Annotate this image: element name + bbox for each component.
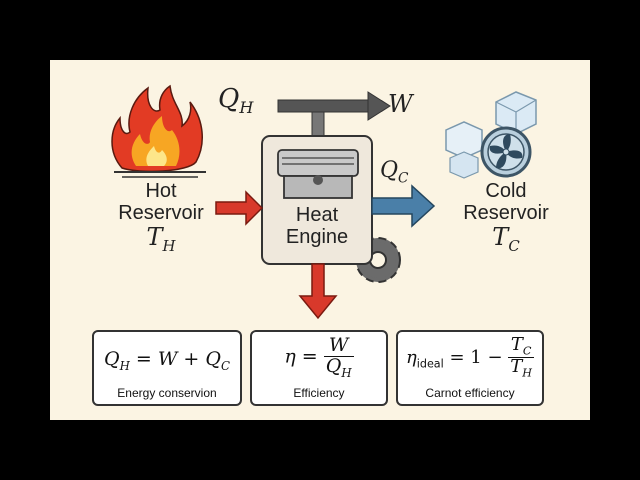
cold-label-line2: Reservoir bbox=[463, 202, 549, 224]
hot-reservoir-label: Hot Reservoir TH bbox=[106, 180, 216, 257]
hot-label-line1: Hot bbox=[145, 180, 177, 202]
hot-label-line2: Reservoir bbox=[118, 202, 204, 224]
fan-icon bbox=[480, 126, 532, 178]
diagram-panel: QH W QC Hot Reservoir TH Heat Engine Col… bbox=[50, 60, 590, 420]
engine-label-line2: Engine bbox=[285, 226, 349, 248]
piston-icon bbox=[277, 149, 359, 199]
cold-temperature-symbol: TC bbox=[492, 223, 520, 255]
flame-icon bbox=[111, 84, 206, 178]
energy-conservation-caption: Energy conservion bbox=[117, 386, 217, 400]
heat-out-label: QC bbox=[380, 158, 409, 187]
energy-conservation-box: QH = W + QC Energy conservion bbox=[92, 330, 242, 406]
heat-in-label: QH bbox=[218, 84, 254, 118]
exhaust-arrow bbox=[298, 263, 338, 320]
energy-conservation-equation: QH = W + QC bbox=[104, 348, 230, 373]
cold-reservoir-label: Cold Reservoir TC bbox=[444, 180, 568, 257]
efficiency-caption: Efficiency bbox=[293, 386, 345, 400]
diagram-artwork bbox=[111, 84, 537, 320]
carnot-efficiency-caption: Carnot efficiency bbox=[425, 386, 515, 400]
heat-out-arrow bbox=[371, 184, 436, 228]
cold-label-line1: Cold bbox=[485, 180, 527, 202]
work-label: W bbox=[388, 90, 413, 118]
engine-label: Heat Engine bbox=[262, 204, 372, 248]
hot-temperature-symbol: TH bbox=[146, 223, 176, 255]
work-arrow bbox=[277, 91, 391, 139]
heat-in-arrow bbox=[215, 190, 264, 226]
engine-label-line1: Heat bbox=[295, 204, 339, 226]
